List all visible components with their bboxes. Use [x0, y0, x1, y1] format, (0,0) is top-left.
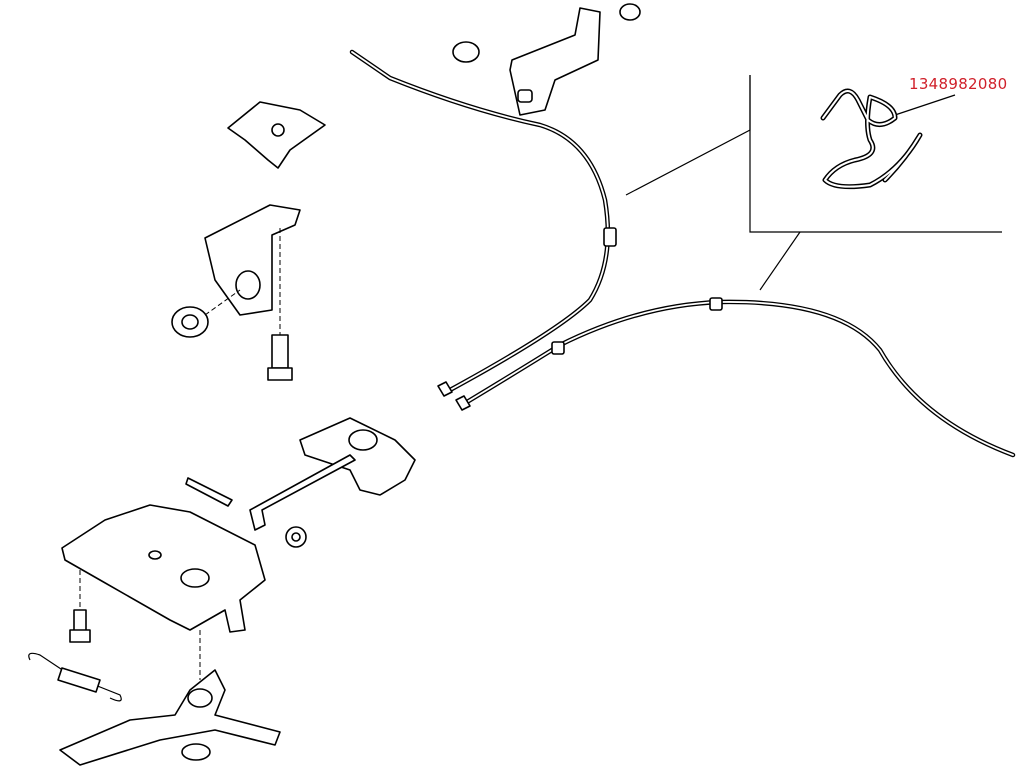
lever-assembly [185, 417, 416, 548]
leader-lines [625, 75, 1002, 291]
part-number-callout[interactable]: 1348982080 [909, 75, 1008, 93]
cable-upper [349, 49, 617, 397]
spring [28, 652, 122, 702]
cable-lower [455, 297, 1016, 458]
plate-clip [227, 101, 326, 169]
base-plate [61, 504, 266, 680]
bracket-mount [171, 204, 301, 381]
clip-part [820, 88, 923, 190]
bracket-top [452, 3, 641, 116]
lower-lever [59, 669, 281, 766]
